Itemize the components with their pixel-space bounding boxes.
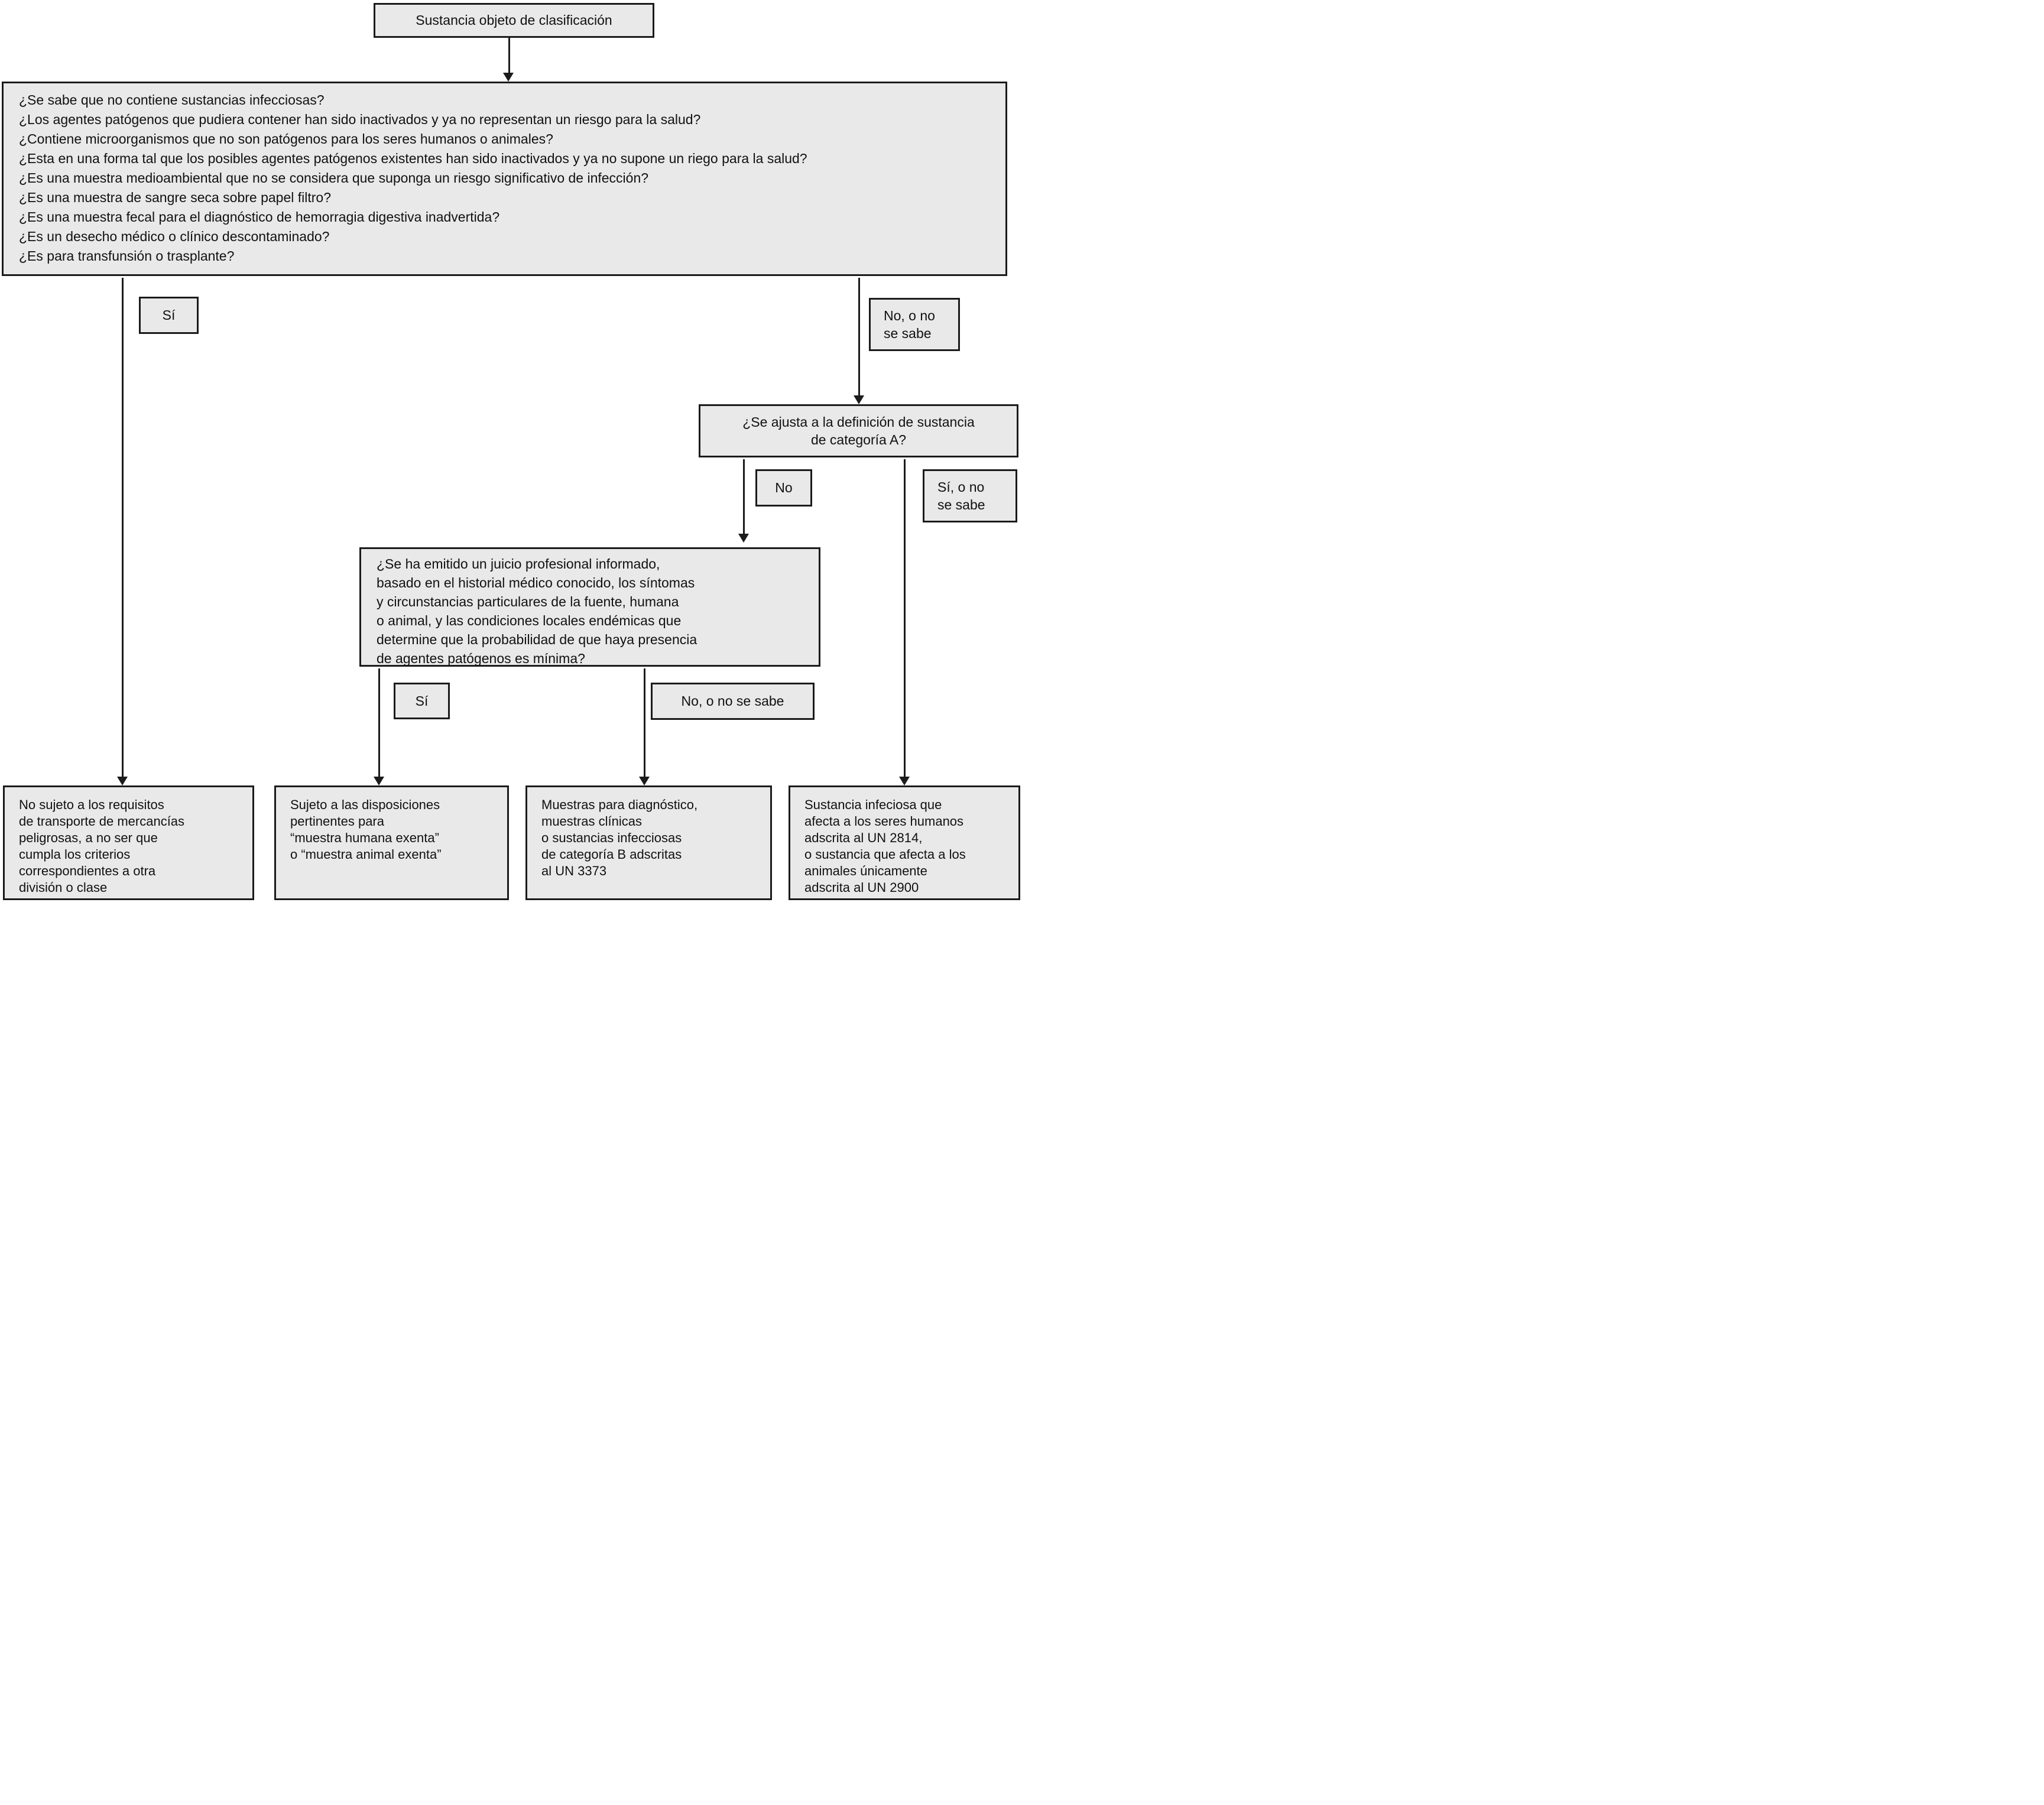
text-line: de agentes patógenos es mínima?: [377, 651, 585, 666]
text-line: Muestras para diagnóstico,: [541, 797, 698, 812]
text-line: No sujeto a los requisitos: [19, 797, 164, 812]
text-line: ¿Se ajusta a la definición de sustancia: [742, 414, 975, 430]
connector-judgement-to-exempt: [378, 668, 380, 777]
arrowhead-down-icon: [854, 395, 864, 404]
text-line: de transporte de mercancías: [19, 814, 185, 829]
text-line: Sí: [162, 307, 176, 323]
text-line: “muestra humana exenta”: [290, 830, 439, 845]
text-line: ¿Contiene microorganismos que no son pat…: [19, 131, 553, 147]
text-line: ¿Es una muestra fecal para el diagnóstic…: [19, 209, 500, 225]
connector-questions-to-category-a: [858, 278, 860, 395]
text-line: de categoría B adscritas: [541, 847, 682, 862]
text-line: peligrosas, a no ser que: [19, 830, 158, 845]
arrowhead-down-icon: [503, 73, 514, 82]
text-line: pertinentes para: [290, 814, 384, 829]
arrowhead-down-icon: [117, 777, 128, 785]
text-line: se sabe: [884, 326, 932, 341]
text-line: animales únicamente: [804, 863, 927, 878]
text-line: ¿Se ha emitido un juicio profesional inf…: [377, 556, 660, 572]
text-line: adscrita al UN 2814,: [804, 830, 923, 845]
text-line: ¿Se sabe que no contiene sustancias infe…: [19, 92, 325, 108]
text-line: Sustancia infeciosa que: [804, 797, 942, 812]
start-box: Sustancia objeto de clasificación: [374, 3, 654, 38]
text-line: y circunstancias particulares de la fuen…: [377, 594, 679, 609]
connector-start-to-questions: [508, 38, 510, 73]
connector-judgement-to-category-b: [644, 668, 645, 777]
arrowhead-down-icon: [738, 534, 749, 543]
outcome-category-a-box: Sustancia infeciosa que afecta a los ser…: [789, 785, 1020, 900]
text-line: determine que la probabilidad de que hay…: [377, 632, 697, 647]
label-si-2-box: Sí: [394, 683, 450, 719]
arrowhead-down-icon: [639, 777, 650, 785]
category-a-question-box: ¿Se ajusta a la definición de sustancia …: [699, 404, 1018, 457]
arrowhead-down-icon: [899, 777, 910, 785]
text-line: o sustancia que afecta a los: [804, 847, 966, 862]
flowchart-canvas: Sustancia objeto de clasificación ¿Se sa…: [0, 0, 1022, 902]
text-line: cumpla los criterios: [19, 847, 131, 862]
text-line: No: [775, 480, 793, 495]
text-line: al UN 3373: [541, 863, 607, 878]
professional-judgement-box: ¿Se ha emitido un juicio profesional inf…: [359, 547, 820, 667]
text-line: No, o no: [884, 308, 935, 323]
text-line: muestras clínicas: [541, 814, 642, 829]
connector-questions-to-not-subject: [122, 278, 124, 777]
outcome-category-b-box: Muestras para diagnóstico, muestras clín…: [525, 785, 772, 900]
text-line: ¿Esta en una forma tal que los posibles …: [19, 151, 807, 166]
text-line: afecta a los seres humanos: [804, 814, 964, 829]
text-line: ¿Es para transfunsión o trasplante?: [19, 248, 235, 264]
text-line: ¿Es un desecho médico o clínico desconta…: [19, 229, 330, 244]
text-line: o animal, y las condiciones locales endé…: [377, 613, 682, 628]
text-line: ¿Los agentes patógenos que pudiera conte…: [19, 112, 701, 127]
text-line: ¿Es una muestra medioambiental que no se…: [19, 170, 649, 186]
connector-category-a-to-outcome-a: [904, 459, 906, 777]
text-line: o sustancias infecciosas: [541, 830, 682, 845]
outcome-not-subject-box: No sujeto a los requisitos de transporte…: [3, 785, 254, 900]
connector-category-a-to-judgement: [743, 459, 745, 534]
outcome-exempt-box: Sujeto a las disposiciones pertinentes p…: [274, 785, 509, 900]
arrowhead-down-icon: [374, 777, 384, 785]
text-line: ¿Es una muestra de sangre seca sobre pap…: [19, 190, 332, 205]
text-line: Sustancia objeto de clasificación: [416, 12, 612, 28]
text-line: No, o no se sabe: [681, 693, 784, 709]
exemption-questions-box: ¿Se sabe que no contiene sustancias infe…: [2, 82, 1007, 276]
text-line: se sabe: [937, 497, 985, 512]
text-line: división o clase: [19, 880, 108, 895]
text-line: de categoría A?: [810, 432, 907, 447]
text-line: Sí: [415, 693, 429, 709]
label-si-1-box: Sí: [139, 297, 199, 334]
text-line: basado en el historial médico conocido, …: [377, 575, 695, 590]
label-no-box: No: [755, 469, 812, 507]
label-si-nose-box: Sí, o no se sabe: [923, 469, 1017, 522]
label-no-nose-2-box: No, o no se sabe: [651, 683, 815, 720]
label-no-nose-1-box: No, o no se sabe: [869, 298, 960, 351]
text-line: o “muestra animal exenta”: [290, 847, 442, 862]
text-line: correspondientes a otra: [19, 863, 156, 878]
text-line: Sí, o no: [937, 479, 985, 495]
text-line: adscrita al UN 2900: [804, 880, 919, 895]
text-line: Sujeto a las disposiciones: [290, 797, 440, 812]
